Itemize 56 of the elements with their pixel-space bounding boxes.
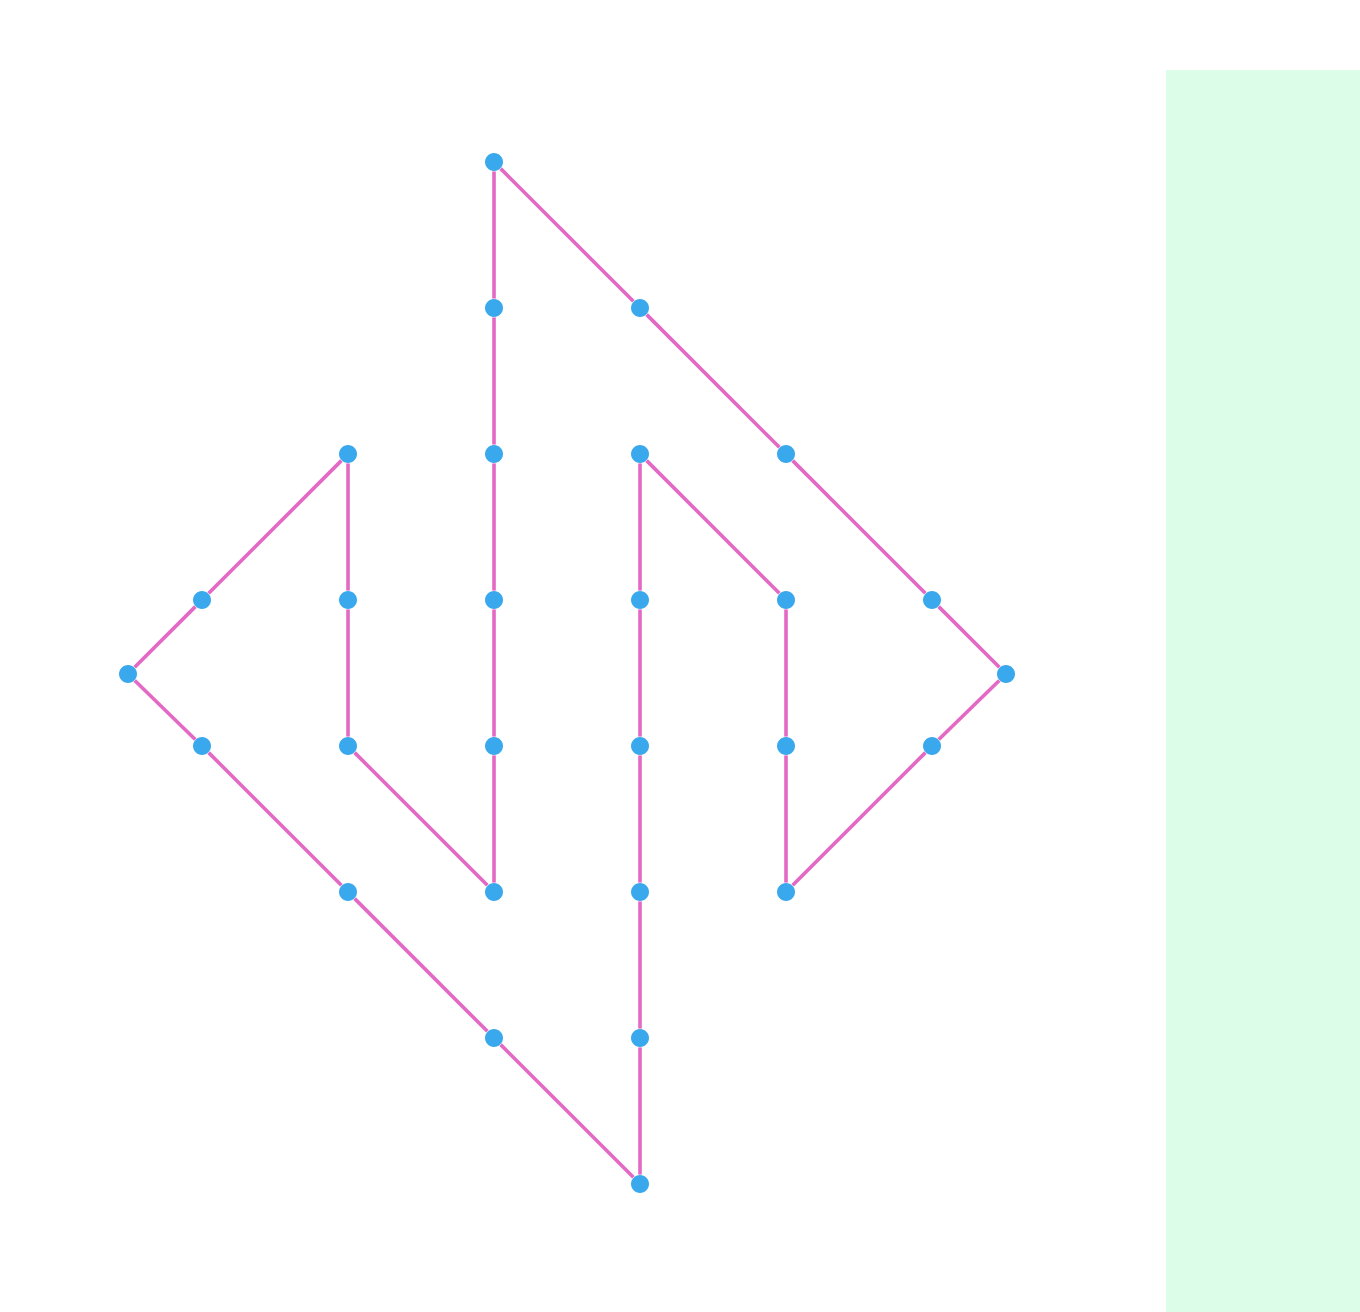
dot [777, 445, 795, 463]
dot [631, 1175, 649, 1193]
line-segment [499, 167, 635, 303]
dot [777, 737, 795, 755]
dot [485, 737, 503, 755]
dot [485, 153, 503, 171]
line-segment [207, 459, 343, 595]
dot [631, 883, 649, 901]
dot [631, 445, 649, 463]
line-segment [492, 755, 496, 883]
line-segment [638, 1047, 642, 1175]
dot [631, 1029, 649, 1047]
line-segment [499, 1043, 635, 1179]
line-segment [638, 755, 642, 883]
line-segment [645, 313, 781, 449]
dot [485, 445, 503, 463]
line-segment [645, 459, 781, 595]
dot [193, 737, 211, 755]
line-segment [492, 171, 496, 299]
dot [923, 591, 941, 609]
dot [631, 737, 649, 755]
line-segment [638, 901, 642, 1029]
dot [119, 665, 137, 683]
line-segment [937, 679, 1001, 741]
dot [777, 883, 795, 901]
line-segment [638, 609, 642, 737]
dot [339, 883, 357, 901]
dot [485, 299, 503, 317]
dot [193, 591, 211, 609]
dot [339, 591, 357, 609]
dot [923, 737, 941, 755]
dot [777, 591, 795, 609]
line-segment [937, 605, 1001, 669]
line-segment [791, 751, 927, 887]
line-segment [346, 463, 350, 591]
line-segment [492, 463, 496, 591]
dot [485, 883, 503, 901]
dot [339, 445, 357, 463]
line-segment [784, 609, 788, 737]
line-segment [346, 609, 350, 737]
line-segment [492, 317, 496, 445]
dot [997, 665, 1015, 683]
line-segment [353, 897, 489, 1033]
line-segment [207, 751, 343, 887]
dot [631, 591, 649, 609]
dot [631, 299, 649, 317]
line-segment [791, 459, 927, 595]
line-segment [492, 609, 496, 737]
line-segment [638, 463, 642, 591]
line-segment [133, 605, 197, 669]
line-segment [133, 679, 197, 741]
dot [485, 1029, 503, 1047]
dot [485, 591, 503, 609]
line-segment [784, 755, 788, 883]
dot [339, 737, 357, 755]
line-segment [353, 751, 489, 887]
